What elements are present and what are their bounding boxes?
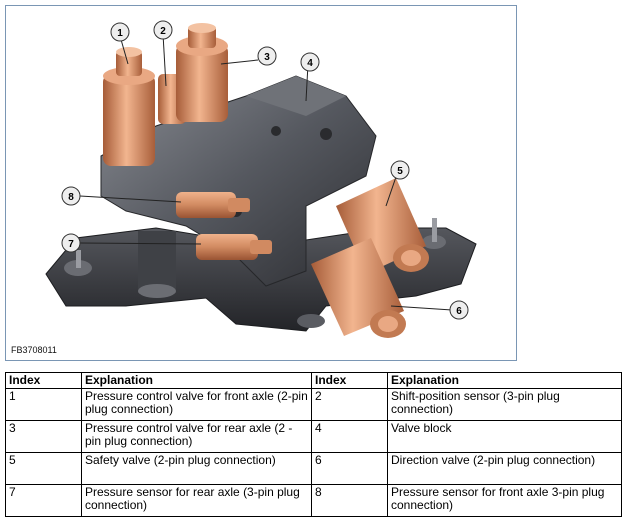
- callout-2: 2: [153, 20, 173, 40]
- callout-7: 7: [61, 233, 81, 253]
- callout-8: 8: [61, 186, 81, 206]
- valve-1: [103, 74, 155, 166]
- valve-block-drawing: [45, 23, 477, 338]
- cell-index: 5: [5, 452, 82, 485]
- svg-text:6: 6: [456, 306, 462, 317]
- cell-index: 8: [311, 484, 388, 517]
- sensor-8: [176, 192, 236, 218]
- header-explanation-2: Explanation: [387, 372, 622, 389]
- support-column: [138, 231, 176, 293]
- sensor-7: [196, 234, 258, 260]
- callout-5: 5: [390, 160, 410, 180]
- cell-explanation: Direction valve (2-pin plug connection): [387, 452, 622, 485]
- svg-text:3: 3: [264, 52, 270, 63]
- valve-block-illustration: 1 2 3 4 5 6 7 8 FB3708011: [5, 5, 517, 361]
- cell-explanation: Pressure sensor for front axle 3-pin plu…: [387, 484, 622, 517]
- cell-explanation: Pressure control valve for rear axle (2 …: [81, 420, 312, 453]
- header-explanation-1: Explanation: [81, 372, 312, 389]
- valve-block-body: [100, 75, 377, 287]
- cell-explanation: Pressure sensor for rear axle (3-pin plu…: [81, 484, 312, 517]
- callout-markers: 1 2 3 4 5 6 7 8: [61, 20, 469, 320]
- svg-text:7: 7: [68, 239, 74, 250]
- svg-text:5: 5: [397, 166, 403, 177]
- table-header-row: Index Explanation Index Explanation: [5, 372, 622, 389]
- header-index-2: Index: [311, 372, 388, 389]
- callout-3: 3: [257, 46, 277, 66]
- svg-text:1: 1: [117, 28, 123, 39]
- index-table: Index Explanation Index Explanation 1 Pr…: [5, 372, 622, 517]
- callout-4: 4: [300, 52, 320, 72]
- svg-text:8: 8: [68, 192, 74, 203]
- table-row: 5 Safety valve (2-pin plug connection) 6…: [5, 452, 622, 485]
- header-index-1: Index: [5, 372, 82, 389]
- table-row: 7 Pressure sensor for rear axle (3-pin p…: [5, 484, 622, 517]
- figure-code: FB3708011: [11, 345, 57, 355]
- cell-index: 3: [5, 420, 82, 453]
- cell-index: 4: [311, 420, 388, 453]
- valve-3: [176, 44, 228, 122]
- callout-lines: [79, 33, 453, 311]
- cell-index: 7: [5, 484, 82, 517]
- cell-explanation: Safety valve (2-pin plug connection): [81, 452, 312, 485]
- cell-index: 6: [311, 452, 388, 485]
- cell-index: 2: [311, 388, 388, 421]
- table-row: 1 Pressure control valve for front axle …: [5, 388, 622, 421]
- cell-index: 1: [5, 388, 82, 421]
- table-row: 3 Pressure control valve for rear axle (…: [5, 420, 622, 453]
- cell-explanation: Pressure control valve for front axle (2…: [81, 388, 312, 421]
- svg-text:4: 4: [307, 58, 313, 69]
- callout-1: 1: [110, 22, 130, 42]
- svg-text:2: 2: [160, 26, 166, 37]
- cell-explanation: Valve block: [387, 420, 622, 453]
- callout-6: 6: [449, 300, 469, 320]
- cell-explanation: Shift-position sensor (3-pin plug connec…: [387, 388, 622, 421]
